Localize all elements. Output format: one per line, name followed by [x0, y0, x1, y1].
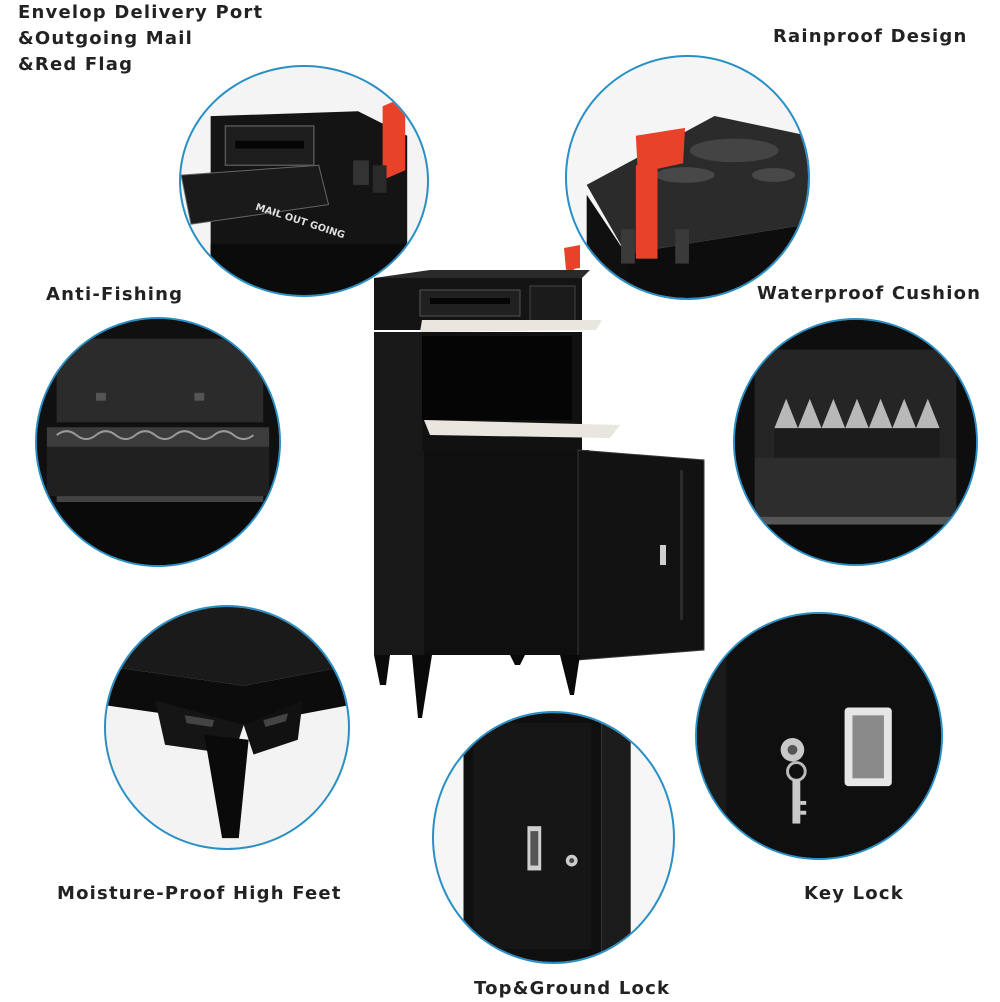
detail-high-feet-photo — [104, 605, 350, 850]
cabinet-door — [577, 449, 705, 661]
feature-label-key-lock: Key Lock — [804, 883, 904, 904]
detail-envelop-port-photo: MAIL OUT GOING — [179, 65, 429, 297]
feature-label-high-feet: Moisture-Proof High Feet — [57, 883, 342, 904]
envelop-port-line-1: Envelop Delivery Port — [18, 2, 264, 23]
envelop-port-line-3: &Red Flag — [18, 54, 134, 75]
outgoing-tray — [420, 320, 602, 332]
detail-rainproof-photo — [565, 55, 810, 300]
feature-label-top-ground-lock: Top&Ground Lock — [474, 978, 671, 999]
feature-label-waterproof-cushion: Waterproof Cushion — [757, 283, 982, 304]
feature-label-anti-fishing: Anti-Fishing — [46, 284, 184, 305]
feature-label-rainproof: Rainproof Design — [773, 26, 968, 47]
feature-label-envelop-port: Envelop Delivery Port &Outgoing Mail &Re… — [18, 0, 263, 78]
detail-anti-fishing-photo — [35, 317, 281, 567]
mailbox-product-photo — [360, 240, 710, 720]
detail-waterproof-cushion-photo — [733, 318, 978, 566]
envelop-port-line-2: &Outgoing Mail — [18, 28, 194, 49]
red-flag-icon — [564, 245, 580, 270]
incoming-tray — [424, 420, 620, 438]
detail-key-lock-photo — [695, 612, 943, 860]
detail-top-ground-lock-photo — [432, 711, 675, 964]
